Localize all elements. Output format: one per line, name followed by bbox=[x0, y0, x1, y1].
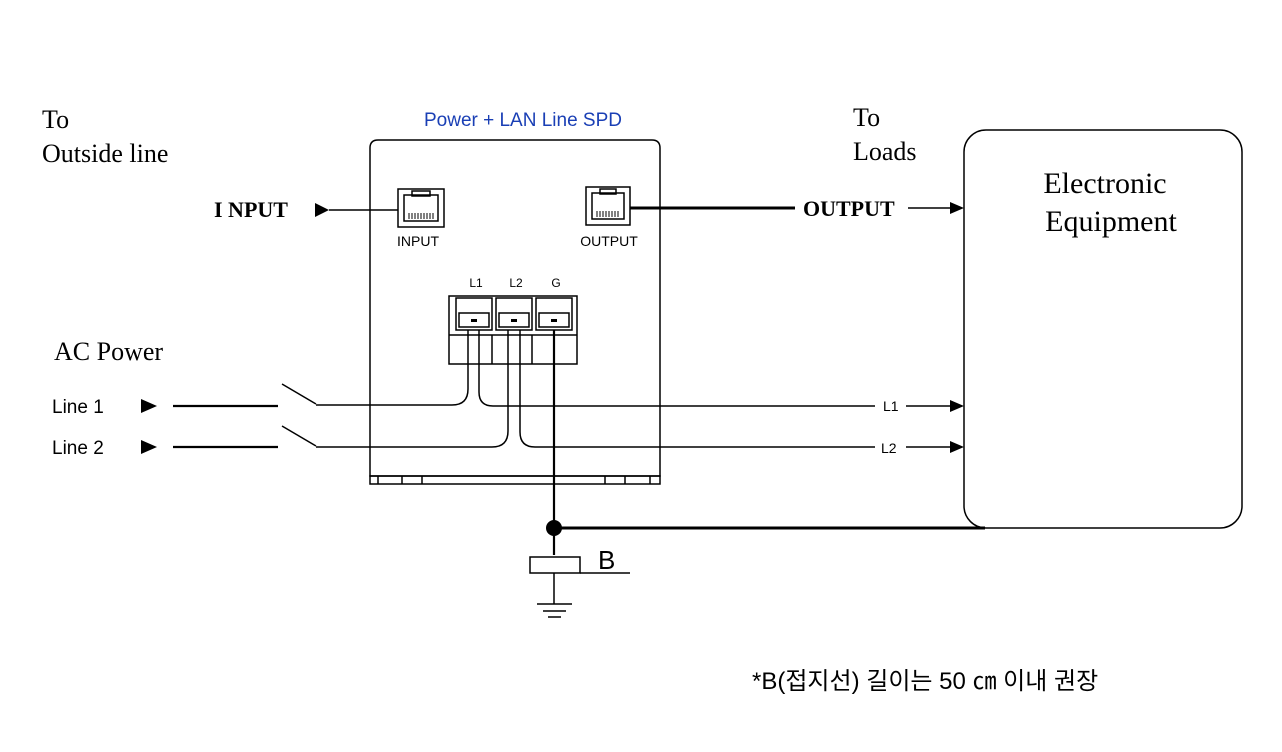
input-port bbox=[397, 188, 445, 228]
wire-l2-arrow-head bbox=[950, 441, 964, 453]
wire-l2-label: L2 bbox=[881, 440, 897, 456]
to-outside-label-line1: To bbox=[42, 105, 69, 134]
wire-l1-arrow-head bbox=[950, 400, 964, 412]
line1-label: Line 1 bbox=[52, 397, 104, 418]
line2-switch bbox=[281, 425, 317, 447]
to-outside-label-line2: Outside line bbox=[42, 139, 168, 168]
input-arrow-label: I NPUT bbox=[214, 197, 288, 222]
terminal-l2-label: L2 bbox=[509, 276, 523, 290]
to-loads-label-line1: To bbox=[853, 103, 880, 132]
to-loads-label-line2: Loads bbox=[853, 137, 917, 166]
input-port-label: INPUT bbox=[397, 233, 439, 249]
wire-l1-label: L1 bbox=[883, 398, 899, 414]
line1-arrow bbox=[141, 399, 157, 413]
line2-spd-tap bbox=[316, 330, 509, 448]
ground-icon bbox=[537, 603, 572, 618]
output-port-label: OUTPUT bbox=[580, 233, 638, 249]
ground-junction bbox=[546, 520, 562, 536]
ground-wire-segment bbox=[529, 556, 581, 574]
output-port bbox=[585, 186, 631, 226]
equipment-label-line1: Electronic bbox=[1043, 167, 1166, 200]
spd-device bbox=[369, 139, 661, 485]
terminal-g-label: G bbox=[551, 276, 560, 290]
ground-marker-label: B bbox=[598, 545, 615, 575]
line2-out-wire bbox=[519, 330, 875, 448]
line2-arrow bbox=[141, 440, 157, 454]
electronic-equipment-box bbox=[963, 129, 1243, 529]
input-arrow-head bbox=[315, 203, 329, 217]
line2-label: Line 2 bbox=[52, 438, 104, 459]
terminal-l1-label: L1 bbox=[469, 276, 483, 290]
line1-spd-tap bbox=[316, 330, 469, 406]
footnote: *B(접지선) 길이는 50 ㎝ 이내 권장 bbox=[752, 668, 1098, 695]
line1-switch bbox=[281, 383, 317, 405]
line1-out-wire bbox=[478, 330, 875, 407]
equipment-label-line2: Equipment bbox=[1045, 205, 1177, 238]
ac-power-label: AC Power bbox=[54, 337, 163, 366]
output-arrow-label: OUTPUT bbox=[803, 196, 895, 221]
spd-title: Power + LAN Line SPD bbox=[424, 110, 622, 131]
output-arrow-head bbox=[950, 202, 964, 214]
